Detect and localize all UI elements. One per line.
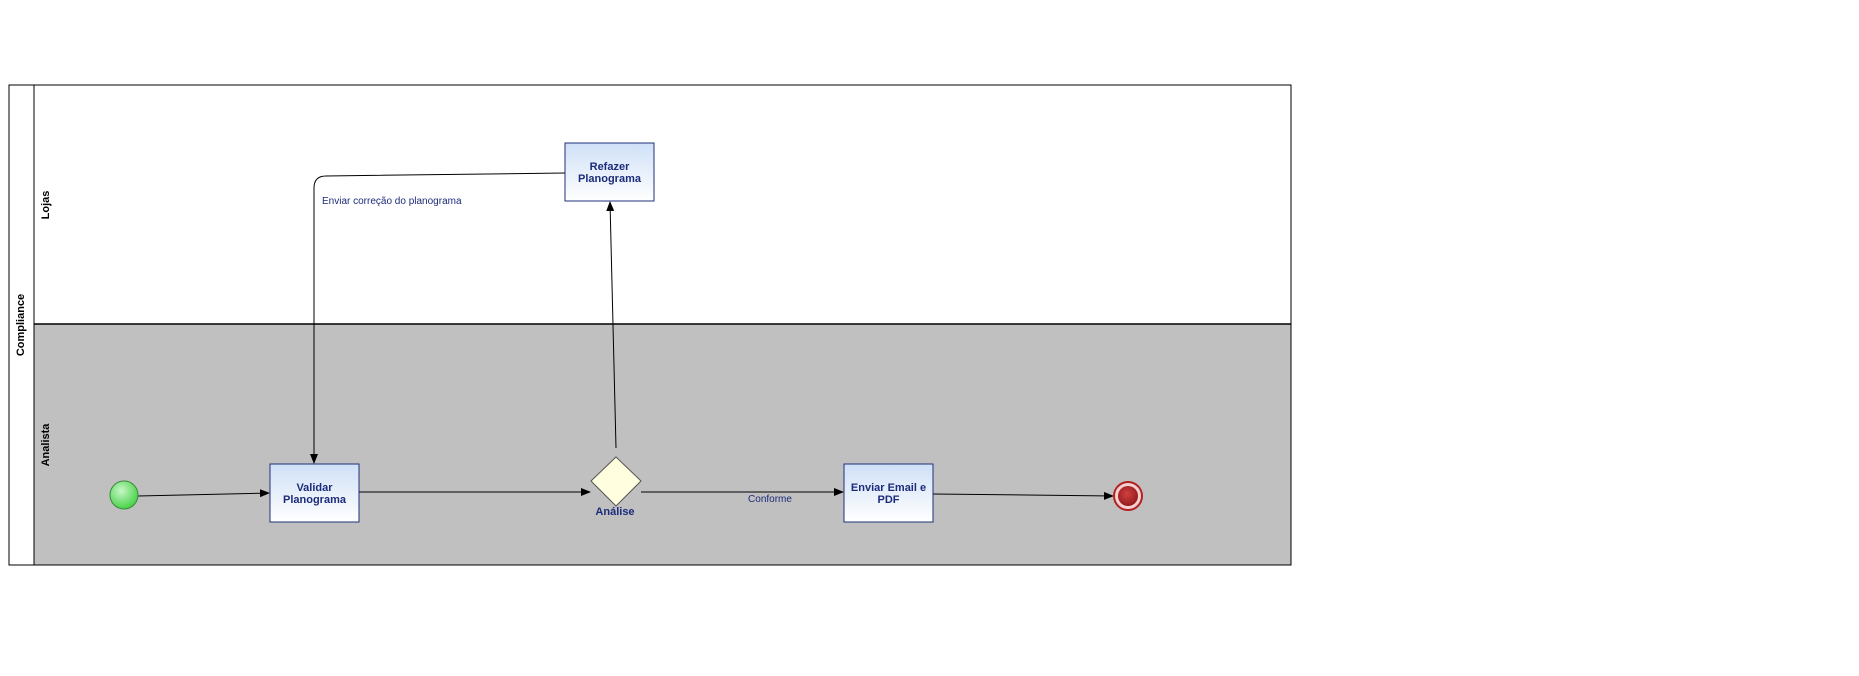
pool-label: Compliance [15,294,27,356]
task-refazer-line1: Refazer [590,161,630,173]
task-refazer-planograma[interactable]: Refazer Planograma [564,142,655,202]
task-refazer-line2: Planograma [578,173,642,185]
task-enviar-email-pdf[interactable]: Enviar Email e PDF [843,463,934,523]
task-validar-line1: Validar [296,482,333,494]
task-validar-line2: Planograma [283,494,347,506]
lane-lojas [34,85,1291,324]
pool-compliance [8,84,1292,566]
flow-label-correcao: Enviar correção do planograma [322,196,462,207]
task-validar-planograma[interactable]: Validar Planograma [269,463,360,523]
flow-refazer-to-validar[interactable] [310,172,566,464]
flow-gateway-to-refazer[interactable] [606,201,617,449]
lane-label-lojas: Lojas [40,191,52,220]
task-enviar-line2: PDF [878,494,900,506]
lane-analista [34,324,1291,565]
gateway-analise[interactable]: Análise [590,456,642,518]
task-enviar-line1: Enviar Email e [851,482,926,494]
end-event[interactable] [1113,481,1143,511]
flow-enviar-to-end[interactable] [932,491,1114,500]
lane-label-analista: Analista [40,423,52,467]
gateway-label: Análise [595,506,634,518]
flow-start-to-validar[interactable] [137,489,270,498]
start-event[interactable] [109,480,139,510]
flow-label-conforme: Conforme [748,494,792,505]
